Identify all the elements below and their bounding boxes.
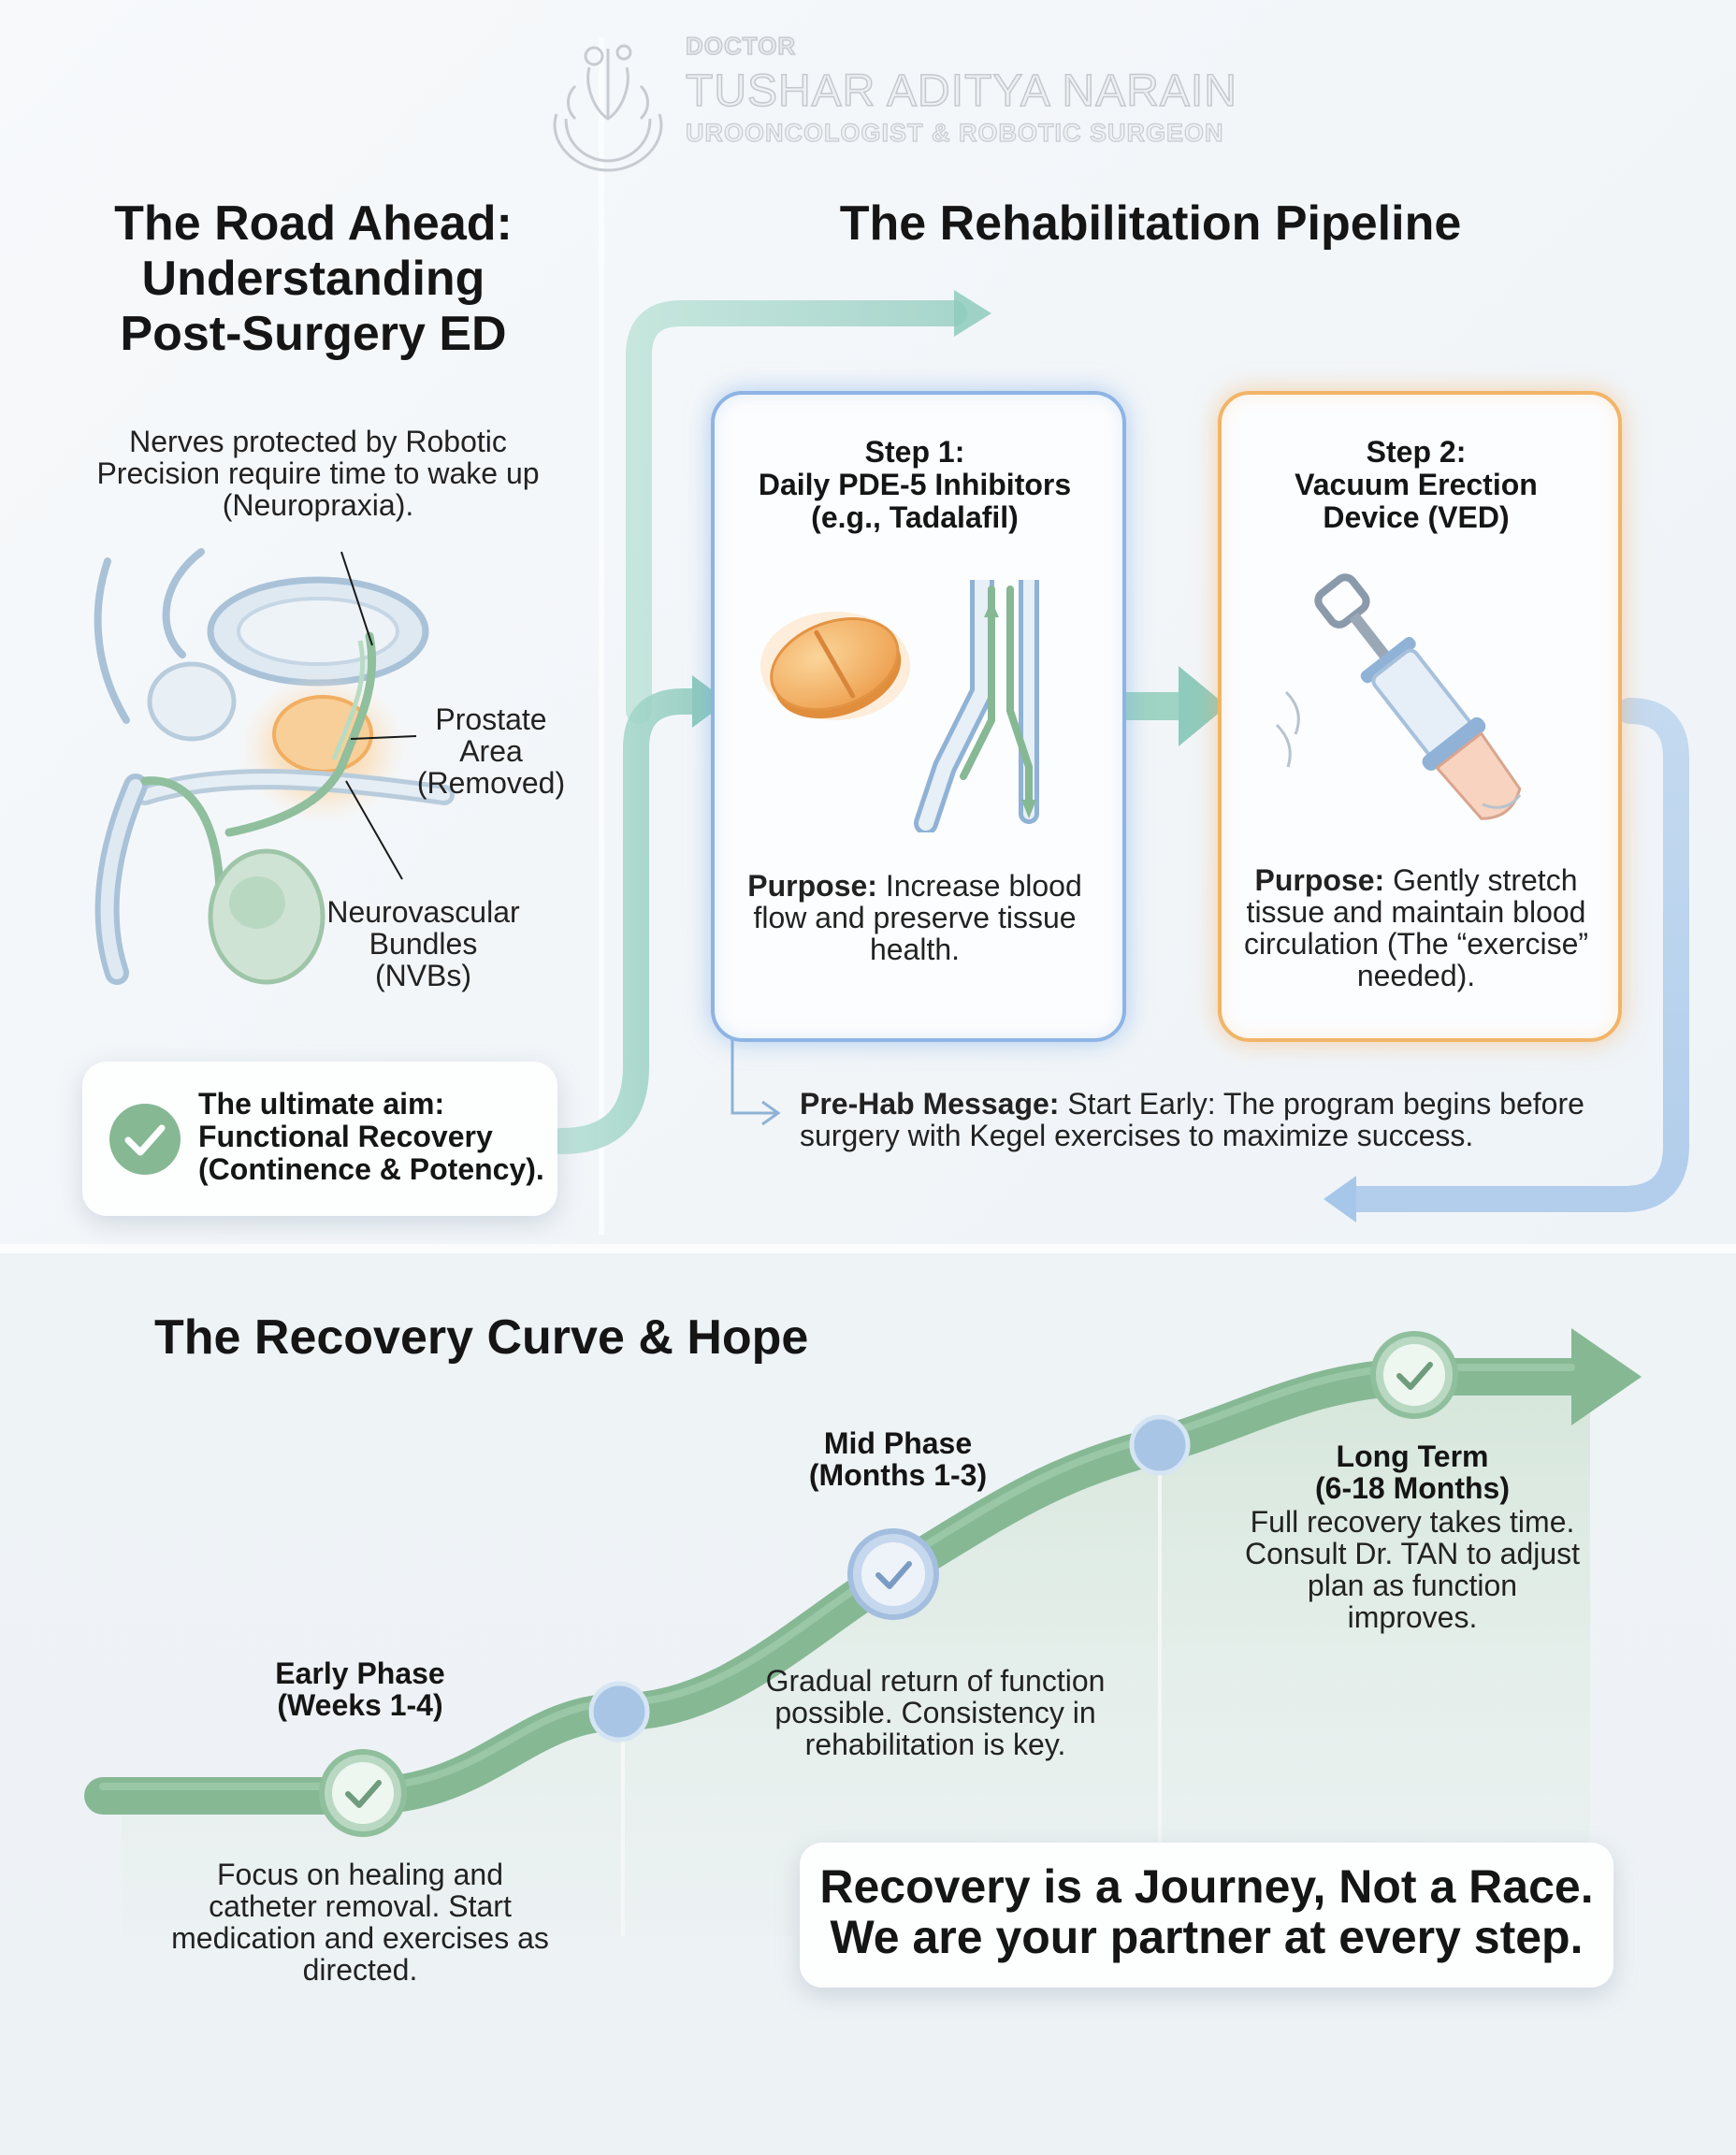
step-title-line: Device (VED) (1323, 500, 1510, 534)
prehab-label: Pre-Hab Message: (800, 1087, 1060, 1121)
early-phase-description: Focus on healing and catheter removal. S… (171, 1858, 549, 1987)
long-term-title: Long Term (6-18 Months) (1281, 1440, 1543, 1504)
long-term-description: Full recovery takes time. Consult Dr. TA… (1244, 1505, 1581, 1634)
label-line: (Removed) (416, 766, 566, 800)
quote-line: Recovery is a Journey, Not a Race. (819, 1860, 1594, 1913)
aim-line: The ultimate aim: (198, 1087, 445, 1121)
early-phase-title: Early Phase (Weeks 1-4) (239, 1657, 482, 1721)
step-title-line: (e.g., Tadalafil) (811, 500, 1019, 534)
phase-title-line: (6-18 Months) (1315, 1471, 1510, 1505)
quote-text: Recovery is a Journey, Not a Race. We ar… (814, 1861, 1599, 1962)
hands-holding-organ-logo-icon (553, 44, 663, 172)
phase-title-line: (Weeks 1-4) (277, 1688, 443, 1722)
nerves-description: Nerves protected by Robotic Precision re… (96, 425, 540, 522)
vacuum-pump-icon (1275, 573, 1522, 820)
recovery-curve-graphic (84, 1328, 1642, 1936)
phase-title-line: Early Phase (275, 1656, 445, 1690)
milestone-check-icon (319, 1749, 407, 1837)
step-title-line: Daily PDE-5 Inhibitors (758, 468, 1072, 501)
check-circle-icon (109, 1104, 181, 1175)
logo-doctor-label: DOCTOR (685, 31, 797, 61)
step2-title: Step 2: Vacuum Erection Device (VED) (1227, 436, 1605, 534)
label-line: Bundles (369, 927, 478, 961)
milestone-check-icon (1370, 1331, 1458, 1419)
aim-line: Functional Recovery (198, 1120, 493, 1153)
phase-title-line: Mid Phase (823, 1426, 973, 1460)
quote-line: We are your partner at every step. (830, 1911, 1584, 1963)
prehab-message: Pre-Hab Message: Start Early: The progra… (800, 1088, 1623, 1151)
label-prostate: Prostate Area (Removed) (412, 703, 571, 799)
step-title-line: Vacuum Erection (1295, 468, 1538, 501)
tablet-pill-icon (760, 612, 910, 720)
prehab-text: Start Early: The program begins before s… (800, 1087, 1584, 1152)
quote-card (800, 1843, 1613, 1988)
label-line: Area (459, 734, 523, 768)
title-line: The Road Ahead: (114, 196, 513, 251)
step-title-line: Step 2: (1366, 435, 1467, 469)
title-line: Post-Surgery ED (120, 307, 507, 361)
aim-line: (Continence & Potency). (198, 1152, 544, 1186)
mid-phase-title: Mid Phase (Months 1-3) (767, 1427, 1029, 1491)
phase-title-line: Long Term (1336, 1439, 1489, 1473)
blood-vessel-icon (914, 580, 1039, 832)
step-title-line: Step 1: (864, 435, 965, 469)
logo-name: TUSHAR ADITYA NARAIN (685, 65, 1237, 117)
phase-title-line: (Months 1-3) (808, 1458, 988, 1492)
ultimate-aim-text: The ultimate aim: Functional Recovery (C… (198, 1088, 554, 1186)
step2-purpose: Purpose: Gently stretch tissue and maint… (1235, 864, 1598, 991)
mid-phase-description: Gradual return of function possible. Con… (765, 1664, 1106, 1761)
purpose-text: Increase blood flow and preserve tissue … (753, 869, 1082, 966)
pelvic-anatomy-illustration (94, 548, 455, 985)
pipeline-arrows (548, 290, 1689, 1222)
label-line: (NVBs) (374, 959, 472, 992)
label-line: Prostate (435, 702, 547, 736)
purpose-label: Purpose: (1254, 863, 1385, 897)
logo-subtitle: UROONCOLOGIST & ROBOTIC SURGEON (685, 118, 1224, 147)
label-line: Neurovascular (326, 895, 520, 929)
purpose-label: Purpose: (747, 869, 877, 903)
recovery-curve-title: The Recovery Curve & Hope (154, 1310, 809, 1365)
milestone-check-icon (847, 1528, 939, 1620)
step1-title: Step 1: Daily PDE-5 Inhibitors (e.g., Ta… (720, 436, 1109, 534)
pipeline-title: The Rehabilitation Pipeline (839, 196, 1462, 251)
vertical-divider (599, 37, 604, 1235)
purpose-text: Gently stretch tissue and maintain blood… (1243, 863, 1589, 992)
horizontal-divider (0, 1244, 1736, 1253)
step1-card (711, 391, 1126, 1042)
label-neurovascular-bundles: Neurovascular Bundles (NVBs) (309, 896, 538, 991)
step1-purpose: Purpose: Increase blood flow and preserv… (734, 870, 1095, 965)
road-ahead-title: The Road Ahead: Understanding Post-Surge… (56, 196, 571, 362)
title-line: Understanding (141, 252, 485, 306)
